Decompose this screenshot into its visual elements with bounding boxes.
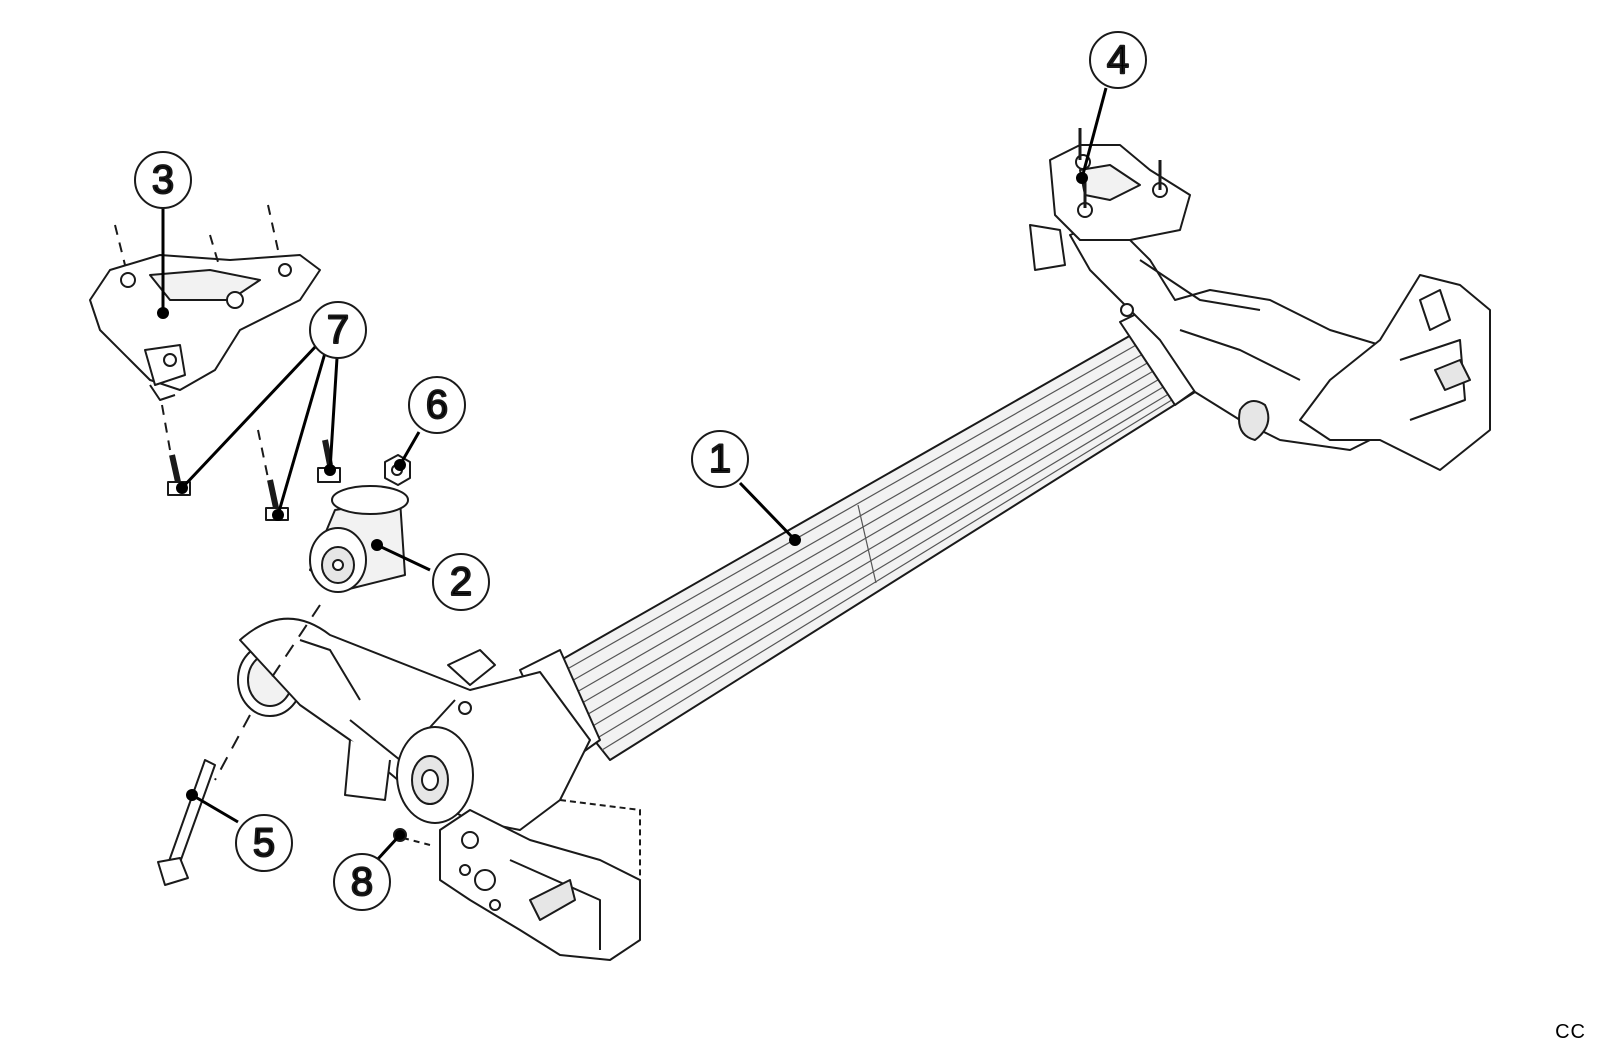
callout-6: 6: [408, 376, 466, 434]
pivot-bushing: [269, 485, 409, 681]
leader-4: [1080, 87, 1108, 179]
leader-5: [191, 793, 239, 824]
callout-3: 3: [134, 151, 192, 209]
callout-4-label: 4: [1107, 38, 1129, 82]
leader-1: [738, 481, 797, 542]
figure-code: CC: [1555, 1021, 1586, 1043]
leader-7a: [180, 343, 319, 490]
callout-6-label: 6: [426, 383, 448, 427]
callout-2: 2: [432, 553, 490, 611]
pivot-bolt: [157, 714, 251, 886]
axle-beam: [519, 299, 1211, 766]
callout-1: 1: [691, 430, 749, 488]
callout-1-label: 1: [709, 437, 731, 481]
callout-5-label: 5: [253, 821, 275, 865]
callout-5: 5: [235, 814, 293, 872]
left-trailing-arm: [237, 617, 641, 961]
callout-3-label: 3: [152, 158, 174, 202]
bracket-bolts: [161, 404, 341, 521]
leader-6: [398, 431, 421, 466]
callout-2-label: 2: [450, 560, 472, 604]
leader-lines: [161, 87, 1108, 862]
callout-8-label: 8: [351, 860, 373, 904]
right-trailing-arm: [1069, 219, 1491, 471]
callout-7-label: 7: [327, 308, 349, 352]
callout-8: 8: [333, 853, 391, 911]
callout-4: 4: [1089, 31, 1147, 89]
callout-7: 7: [309, 301, 367, 359]
leader-7c: [328, 357, 339, 471]
left-mounting-bracket: [89, 204, 321, 401]
leader-7b: [276, 352, 327, 516]
leader-2: [376, 543, 431, 572]
leader-8: [375, 833, 402, 862]
